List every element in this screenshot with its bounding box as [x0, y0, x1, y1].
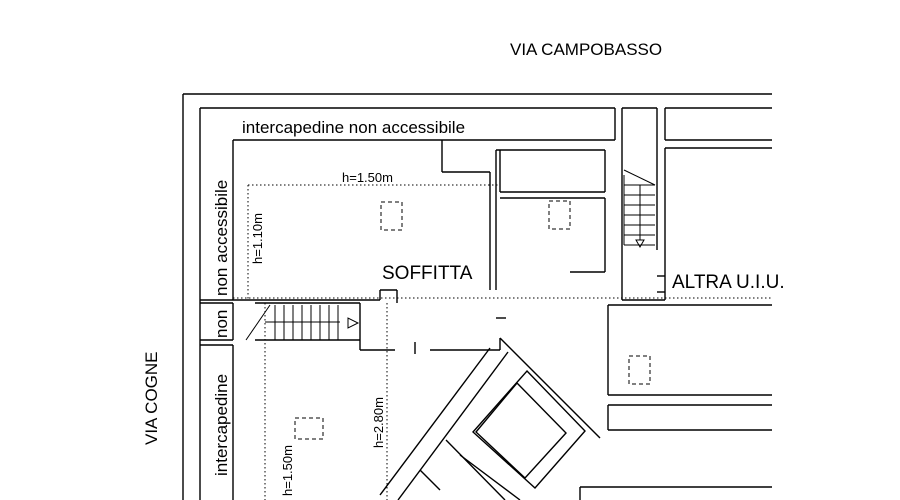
- height-280-label: h=2.80m: [371, 397, 386, 448]
- gap-left-upper-label: non accessibile: [212, 180, 231, 296]
- height-150-top-label: h=1.50m: [342, 170, 393, 185]
- gap-left-upper-label-2: non: [212, 310, 231, 338]
- right-walls: [579, 107, 772, 500]
- height-110-label: h=1.10m: [250, 213, 265, 264]
- gap-top-label: intercapedine non accessibile: [242, 118, 465, 137]
- street-top-label: VIA CAMPOBASSO: [510, 40, 662, 59]
- diagonal-stair-block: [379, 337, 601, 500]
- attic-label: SOFFITTA: [382, 263, 473, 284]
- height-lines: [233, 184, 772, 500]
- skylights: [294, 200, 651, 440]
- height-150-bottom-label: h=1.50m: [280, 445, 295, 496]
- left-stair: [200, 302, 395, 351]
- attic-walls: [200, 140, 606, 319]
- lower-left-walls: [200, 338, 501, 500]
- gap-left-lower-label: intercapedine: [212, 374, 231, 476]
- outer-walls: [182, 93, 772, 500]
- other-unit-label: ALTRA U.I.U.: [672, 272, 785, 293]
- street-left-label: VIA COGNE: [142, 351, 161, 445]
